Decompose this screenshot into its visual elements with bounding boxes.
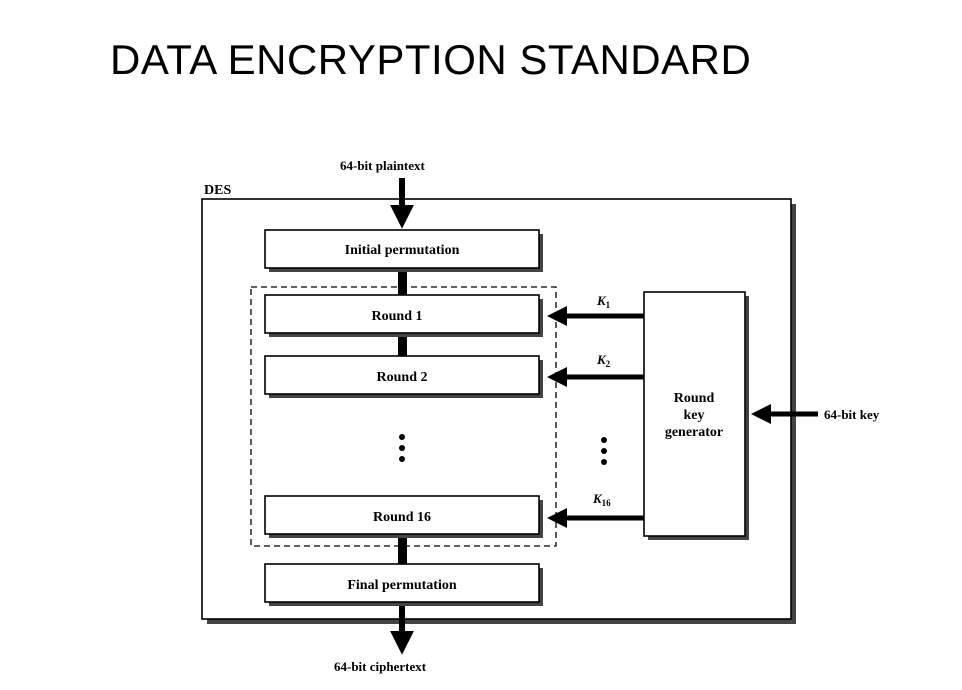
key-generator-line-2: key	[684, 408, 705, 423]
key-input-label: 64-bit key	[824, 407, 880, 422]
k2-label: K2	[596, 352, 611, 369]
connector-ip-round1	[398, 272, 407, 296]
key-generator-line-3: generator	[665, 425, 723, 440]
final-permutation-box	[264, 563, 540, 603]
round-2-box	[264, 355, 540, 395]
ciphertext-label: 64-bit ciphertext	[334, 659, 427, 674]
initial-permutation-box	[264, 229, 540, 269]
k1-label: K1	[596, 293, 611, 310]
des-container-label: DES	[204, 183, 231, 198]
rounds-ellipsis	[399, 434, 405, 462]
plaintext-label: 64-bit plaintext	[340, 158, 426, 173]
round-key-generator-box	[643, 291, 746, 537]
final-permutation-label: Final permutation	[347, 578, 456, 593]
round-16-box	[264, 495, 540, 535]
round-1-label: Round 1	[372, 309, 423, 324]
keys-ellipsis	[601, 437, 607, 465]
round-2-label: Round 2	[377, 370, 428, 385]
round-1-box	[264, 294, 540, 334]
rounds-group	[250, 286, 557, 547]
connector-round1-round2	[398, 337, 407, 357]
page-title: DATA ENCRYPTION STANDARD	[110, 36, 752, 83]
key-generator-line-1: Round	[674, 391, 715, 406]
k16-label: K16	[592, 491, 611, 508]
initial-permutation-label: Initial permutation	[345, 243, 460, 258]
connector-round16-fp	[398, 538, 407, 564]
round-16-label: Round 16	[373, 510, 431, 525]
